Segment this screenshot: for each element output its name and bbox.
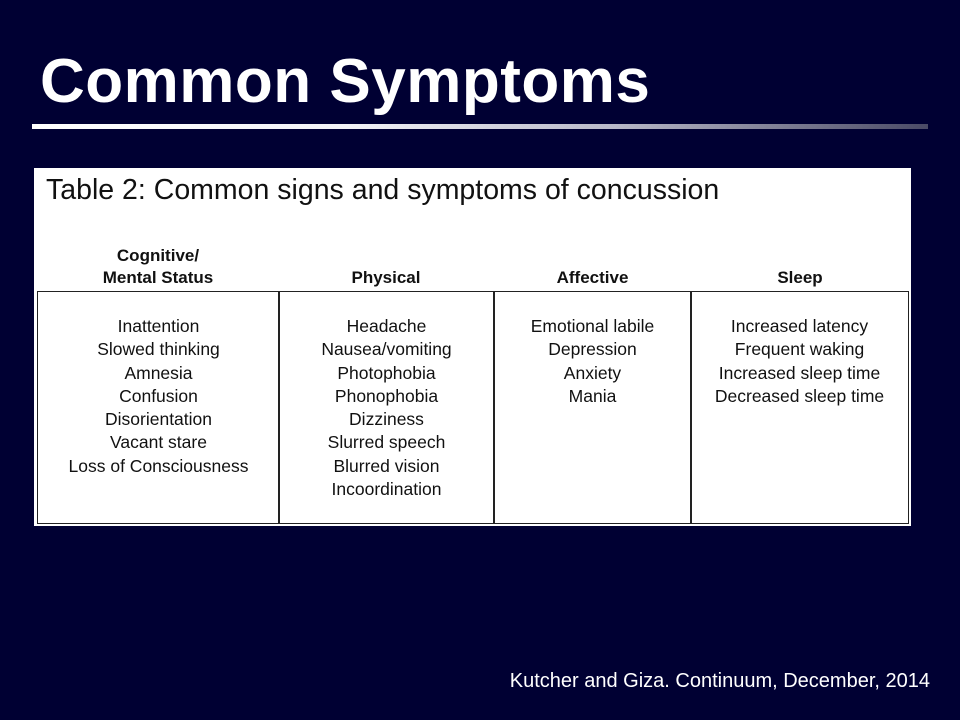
col-header-physical: Physical <box>278 267 494 289</box>
symptom-item: Loss of Consciousness <box>68 455 249 476</box>
symptom-item: Dizziness <box>349 409 424 430</box>
slide-title: Common Symptoms <box>40 47 651 116</box>
table-caption: Table 2: Common signs and symptoms of co… <box>46 174 720 206</box>
symptom-item: Anxiety <box>563 362 622 383</box>
cell-affective: Emotional labile Depression Anxiety Mani… <box>493 291 692 524</box>
symptom-item: Emotional labile <box>530 316 655 336</box>
cell-cognitive: Inattention Slowed thinking Amnesia Conf… <box>37 291 280 524</box>
col-header-affective: Affective <box>494 267 691 289</box>
cell-sleep: Increased latency Frequent waking Increa… <box>690 291 909 524</box>
symptom-item: Phonophobia <box>334 385 439 406</box>
symptom-item: Slowed thinking <box>97 339 220 360</box>
symptom-item: Headache <box>346 316 427 336</box>
col-header-line: Affective <box>556 268 629 287</box>
symptom-item: Increased latency <box>730 316 869 336</box>
symptom-item: Frequent waking <box>734 339 865 360</box>
symptom-item: Confusion <box>119 385 198 406</box>
col-header-sleep: Sleep <box>691 267 909 289</box>
symptom-item: Blurred vision <box>333 455 440 476</box>
symptom-item: Slurred speech <box>327 432 446 453</box>
symptom-item: Disorientation <box>105 409 212 430</box>
cell-physical: Headache Nausea/vomiting Photophobia Pho… <box>278 291 495 524</box>
symptom-item: Inattention <box>117 316 200 336</box>
symptoms-table: Table 2: Common signs and symptoms of co… <box>34 168 911 526</box>
symptom-item: Increased sleep time <box>718 362 881 383</box>
symptom-item: Depression <box>548 339 637 360</box>
citation: Kutcher and Giza. Continuum, December, 2… <box>509 670 930 692</box>
symptom-item: Incoordination <box>331 479 442 500</box>
symptom-item: Mania <box>568 385 617 406</box>
col-header-line: Cognitive/ <box>116 246 200 265</box>
symptom-item: Amnesia <box>124 362 193 383</box>
symptom-item: Photophobia <box>337 362 436 383</box>
symptom-item: Nausea/vomiting <box>321 339 452 360</box>
symptom-item: Decreased sleep time <box>714 385 885 406</box>
col-header-line: Physical <box>351 268 421 287</box>
col-header-line: Mental Status <box>102 268 214 287</box>
col-header-cognitive: Cognitive/ Mental Status <box>36 245 280 289</box>
symptom-item: Vacant stare <box>110 432 207 453</box>
title-underline <box>32 124 928 129</box>
col-header-line: Sleep <box>777 268 823 287</box>
